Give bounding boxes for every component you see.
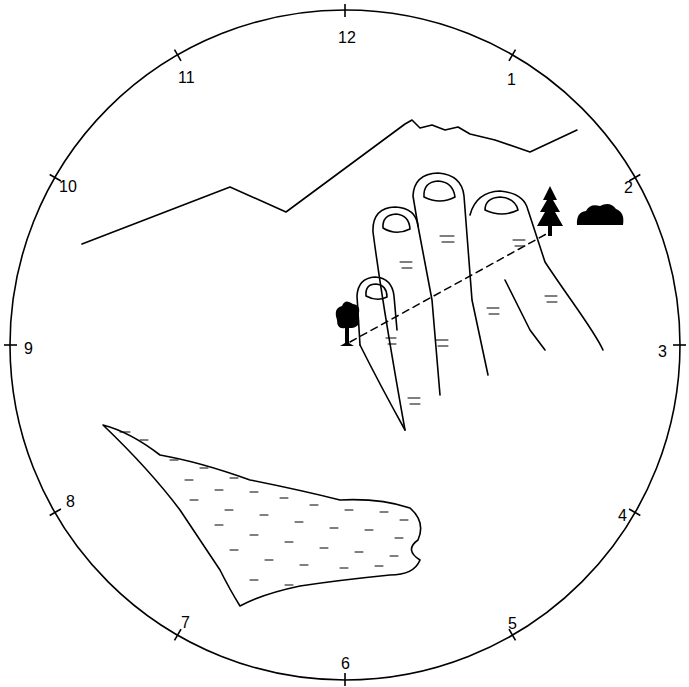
mountain-ridge	[82, 120, 577, 244]
hour-number: 7	[181, 615, 190, 631]
hour-number: 12	[338, 30, 356, 46]
hour-tick	[4, 344, 17, 346]
hour-number: 9	[24, 341, 33, 357]
hour-tick	[673, 344, 686, 346]
hour-number: 8	[66, 494, 75, 510]
sight-line	[350, 232, 550, 342]
lake-water-dashes	[120, 432, 408, 585]
hour-number: 4	[618, 508, 627, 524]
clock-circle	[10, 10, 680, 680]
hour-number: 5	[508, 616, 517, 632]
hour-tick	[344, 673, 346, 686]
hour-tick	[344, 4, 346, 17]
hour-number: 6	[341, 656, 350, 672]
hour-tick	[175, 629, 182, 640]
hour-tick	[509, 50, 516, 61]
hour-tick	[50, 509, 61, 516]
hand-drawing	[357, 173, 603, 430]
lake-outline	[103, 425, 421, 606]
hour-number: 2	[624, 180, 633, 196]
hour-number: 11	[178, 70, 195, 86]
hour-number: 3	[658, 344, 667, 360]
hour-number: 1	[507, 72, 516, 88]
hour-number: 10	[59, 179, 77, 195]
hour-tick	[629, 509, 640, 516]
hour-tick	[175, 50, 182, 61]
tree-symbols	[336, 186, 624, 346]
